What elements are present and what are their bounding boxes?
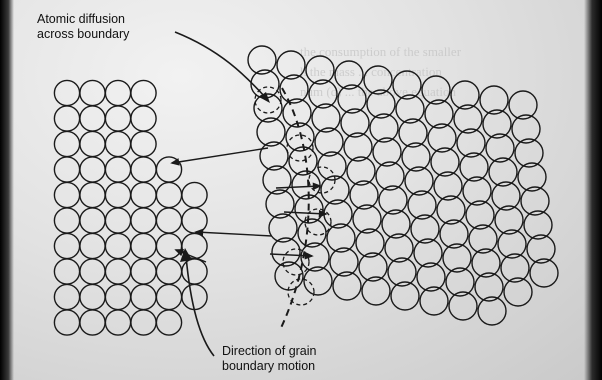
diffusion-arrow: [196, 232, 272, 236]
scan-edge-right: [584, 0, 602, 380]
left-grain-atom: [131, 106, 156, 131]
left-grain-atom: [54, 182, 79, 207]
left-grain-atoms: [54, 80, 207, 335]
left-grain-atom: [156, 310, 181, 335]
left-grain-atom: [156, 182, 181, 207]
left-grain-atom: [105, 182, 130, 207]
left-grain-atom: [80, 80, 105, 105]
left-grain-atom: [105, 106, 130, 131]
left-grain-atom: [54, 259, 79, 284]
boundary-motion-label-line1: Direction of grain: [222, 344, 317, 359]
left-grain-atom: [105, 131, 130, 156]
left-grain-atom: [80, 106, 105, 131]
left-grain-atom: [54, 284, 79, 309]
left-grain-atom: [54, 233, 79, 258]
left-grain-atom: [182, 182, 207, 207]
left-grain-atom: [54, 106, 79, 131]
left-grain-atom: [156, 208, 181, 233]
boundary-motion-label: Direction of grain boundary motion: [222, 344, 317, 374]
top-leader-line: [175, 32, 266, 98]
boundary-motion-label-line2: boundary motion: [222, 359, 317, 374]
left-grain-atom: [131, 233, 156, 258]
left-grain-atom: [105, 310, 130, 335]
diffusion-arrowhead: [176, 250, 183, 255]
left-grain-atom: [105, 259, 130, 284]
left-grain-atom: [131, 284, 156, 309]
atomic-diffusion-label-line2: across boundary: [37, 27, 129, 42]
left-grain-atom: [182, 208, 207, 233]
left-grain-atom: [54, 208, 79, 233]
left-grain-atom: [131, 259, 156, 284]
left-grain-atom: [156, 284, 181, 309]
left-grain-atom: [80, 233, 105, 258]
left-grain-atom: [80, 208, 105, 233]
left-grain-atom: [156, 233, 181, 258]
left-grain-atom: [105, 233, 130, 258]
diffusion-arrowhead: [305, 253, 312, 258]
diffusion-arrowhead: [172, 159, 179, 164]
left-grain-atom: [131, 208, 156, 233]
right-grain-atoms: [248, 46, 558, 325]
left-grain-atom: [131, 157, 156, 182]
diffusion-arrow: [172, 148, 268, 163]
left-grain-atom: [131, 131, 156, 156]
left-grain-atom: [105, 208, 130, 233]
left-grain-atom: [54, 80, 79, 105]
diffusion-arrowhead: [319, 211, 326, 216]
left-grain-atom: [131, 80, 156, 105]
left-grain-atom: [80, 310, 105, 335]
left-grain-atom: [54, 310, 79, 335]
left-grain-atom: [131, 310, 156, 335]
scan-edge-left: [0, 0, 14, 380]
left-grain-atom: [54, 157, 79, 182]
left-grain-atom: [131, 182, 156, 207]
left-grain-atom: [182, 284, 207, 309]
diffusion-arrows: [172, 148, 326, 262]
left-grain-atom: [105, 284, 130, 309]
left-grain-atom: [105, 80, 130, 105]
atomic-diffusion-label: Atomic diffusion across boundary: [37, 12, 129, 42]
atomic-diffusion-label-line1: Atomic diffusion: [37, 12, 129, 27]
left-grain-atom: [80, 131, 105, 156]
left-grain-atom: [54, 131, 79, 156]
left-grain-atom: [182, 259, 207, 284]
left-grain-atom: [80, 259, 105, 284]
left-grain-atom: [105, 157, 130, 182]
left-grain-atom: [80, 284, 105, 309]
left-grain-atom: [80, 182, 105, 207]
bottom-leader-line: [186, 256, 214, 356]
left-grain-atom: [80, 157, 105, 182]
left-grain-atom: [156, 259, 181, 284]
